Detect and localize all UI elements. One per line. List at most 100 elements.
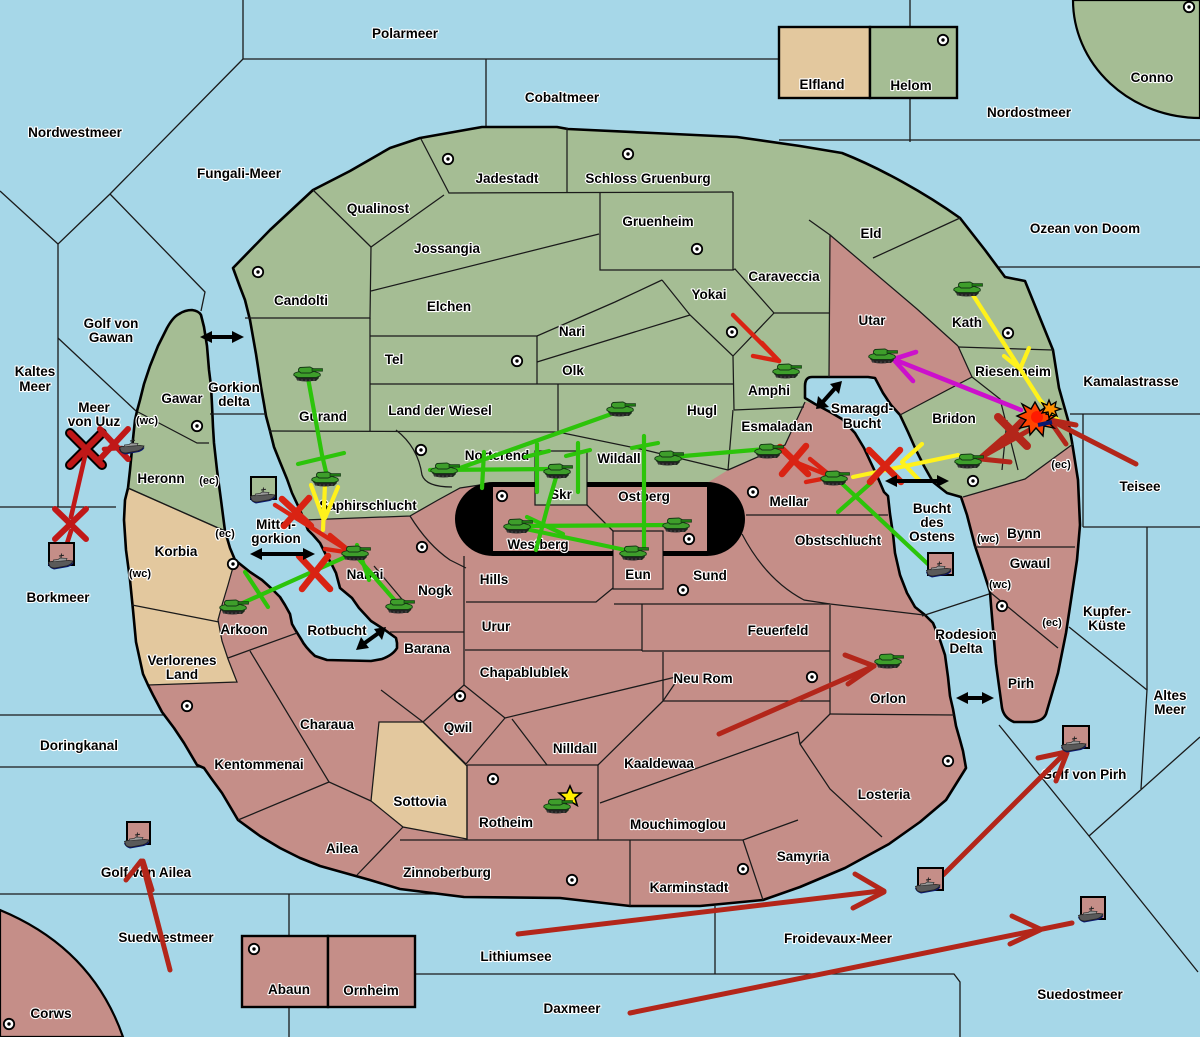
svg-text:Arkoon: Arkoon bbox=[220, 622, 267, 637]
svg-text:Kaltes: Kaltes bbox=[15, 364, 56, 379]
svg-text:Golf von: Golf von bbox=[84, 316, 139, 331]
svg-text:Fungali-Meer: Fungali-Meer bbox=[197, 166, 282, 181]
svg-text:Corws: Corws bbox=[30, 1006, 71, 1021]
svg-text:Charaua: Charaua bbox=[300, 717, 355, 732]
svg-text:Samyria: Samyria bbox=[777, 849, 830, 864]
svg-text:Kupfer-: Kupfer- bbox=[1083, 604, 1131, 619]
svg-text:Pirh: Pirh bbox=[1008, 676, 1034, 691]
svg-text:Meer: Meer bbox=[1154, 702, 1186, 717]
svg-text:Cobaltmeer: Cobaltmeer bbox=[525, 90, 600, 105]
svg-text:(ec): (ec) bbox=[199, 475, 219, 487]
svg-text:Schloss Gruenburg: Schloss Gruenburg bbox=[585, 171, 710, 186]
svg-text:Nordostmeer: Nordostmeer bbox=[987, 105, 1072, 120]
svg-text:Mellar: Mellar bbox=[769, 494, 809, 509]
svg-text:Kaaldewaa: Kaaldewaa bbox=[624, 756, 694, 771]
svg-text:(wc): (wc) bbox=[977, 533, 999, 545]
svg-text:Kentommenai: Kentommenai bbox=[214, 757, 303, 772]
svg-text:Urur: Urur bbox=[482, 619, 511, 634]
svg-text:Zinnoberburg: Zinnoberburg bbox=[403, 865, 491, 880]
svg-text:Abaun: Abaun bbox=[268, 982, 310, 997]
svg-text:Ostens: Ostens bbox=[909, 529, 955, 544]
svg-text:Utar: Utar bbox=[858, 313, 886, 328]
svg-text:Suedwestmeer: Suedwestmeer bbox=[118, 930, 214, 945]
svg-text:Riesenheim: Riesenheim bbox=[975, 364, 1051, 379]
svg-text:Bucht: Bucht bbox=[913, 501, 952, 516]
svg-text:Gwaul: Gwaul bbox=[1010, 556, 1051, 571]
svg-text:Sund: Sund bbox=[693, 568, 727, 583]
svg-text:Jossangia: Jossangia bbox=[414, 241, 481, 256]
svg-text:Elchen: Elchen bbox=[427, 299, 471, 314]
svg-text:(wc): (wc) bbox=[136, 415, 158, 427]
svg-text:Delta: Delta bbox=[949, 641, 983, 656]
svg-text:Jadestadt: Jadestadt bbox=[475, 171, 539, 186]
svg-text:Polarmeer: Polarmeer bbox=[372, 26, 439, 41]
svg-text:Neu Rom: Neu Rom bbox=[673, 671, 732, 686]
svg-text:Hugl: Hugl bbox=[687, 403, 717, 418]
svg-text:gorkion: gorkion bbox=[251, 531, 301, 546]
svg-text:Teisee: Teisee bbox=[1119, 479, 1161, 494]
svg-text:Tel: Tel bbox=[385, 352, 404, 367]
svg-text:Saphirschlucht: Saphirschlucht bbox=[319, 498, 417, 513]
svg-text:(wc): (wc) bbox=[989, 579, 1011, 591]
svg-text:von Uuz: von Uuz bbox=[68, 414, 121, 429]
svg-text:Skr: Skr bbox=[550, 487, 573, 502]
svg-text:Korbia: Korbia bbox=[155, 544, 198, 559]
svg-text:delta: delta bbox=[218, 394, 250, 409]
svg-text:Bridon: Bridon bbox=[932, 411, 976, 426]
svg-text:Esmaladan: Esmaladan bbox=[741, 419, 812, 434]
svg-text:Nari: Nari bbox=[559, 324, 585, 339]
svg-text:Elfland: Elfland bbox=[799, 77, 844, 92]
svg-text:Candolti: Candolti bbox=[274, 293, 328, 308]
svg-text:Daxmeer: Daxmeer bbox=[543, 1001, 601, 1016]
svg-text:Land der Wiesel: Land der Wiesel bbox=[388, 403, 491, 418]
svg-text:(ec): (ec) bbox=[1051, 459, 1071, 471]
svg-text:Doringkanal: Doringkanal bbox=[40, 738, 118, 753]
svg-text:Kamalastrasse: Kamalastrasse bbox=[1083, 374, 1179, 389]
svg-text:Olk: Olk bbox=[562, 363, 584, 378]
svg-text:Conno: Conno bbox=[1131, 70, 1174, 85]
svg-text:Heronn: Heronn bbox=[137, 471, 184, 486]
svg-text:(ec): (ec) bbox=[215, 528, 235, 540]
svg-text:Nogk: Nogk bbox=[418, 583, 452, 598]
svg-text:Gurand: Gurand bbox=[299, 409, 347, 424]
svg-text:Küste: Küste bbox=[1088, 618, 1126, 633]
svg-text:Gawan: Gawan bbox=[89, 330, 133, 345]
svg-text:Eld: Eld bbox=[860, 226, 881, 241]
svg-text:Nilldall: Nilldall bbox=[553, 741, 597, 756]
svg-text:Hills: Hills bbox=[480, 572, 509, 587]
svg-text:Rotheim: Rotheim bbox=[479, 815, 533, 830]
svg-text:Feuerfeld: Feuerfeld bbox=[748, 623, 809, 638]
svg-text:Verlorenes: Verlorenes bbox=[147, 653, 216, 668]
svg-text:Gawar: Gawar bbox=[161, 391, 203, 406]
svg-text:Karminstadt: Karminstadt bbox=[650, 880, 729, 895]
svg-text:Ailea: Ailea bbox=[326, 841, 359, 856]
svg-text:Eun: Eun bbox=[625, 567, 651, 582]
svg-text:Chapablublek: Chapablublek bbox=[480, 665, 569, 680]
svg-text:Froidevaux-Meer: Froidevaux-Meer bbox=[784, 931, 893, 946]
svg-text:Mouchimoglou: Mouchimoglou bbox=[630, 817, 726, 832]
svg-text:Obstschlucht: Obstschlucht bbox=[795, 533, 882, 548]
svg-text:Yokai: Yokai bbox=[691, 287, 726, 302]
svg-text:Wildall: Wildall bbox=[597, 451, 640, 466]
svg-text:Ornheim: Ornheim bbox=[343, 983, 399, 998]
svg-text:des: des bbox=[920, 515, 943, 530]
svg-text:(wc): (wc) bbox=[129, 568, 151, 580]
svg-text:Rodesion: Rodesion bbox=[935, 627, 997, 642]
svg-text:Barana: Barana bbox=[404, 641, 450, 656]
svg-text:Gorkion: Gorkion bbox=[208, 380, 260, 395]
svg-text:Borkmeer: Borkmeer bbox=[26, 590, 90, 605]
svg-text:Qwil: Qwil bbox=[444, 720, 473, 735]
svg-text:Nordwestmeer: Nordwestmeer bbox=[28, 125, 123, 140]
svg-text:Caraveccia: Caraveccia bbox=[748, 269, 820, 284]
svg-text:Amphi: Amphi bbox=[748, 383, 790, 398]
svg-text:Bynn: Bynn bbox=[1007, 526, 1041, 541]
svg-text:Bucht: Bucht bbox=[843, 416, 882, 431]
svg-text:Suedostmeer: Suedostmeer bbox=[1037, 987, 1123, 1002]
svg-text:Meer: Meer bbox=[19, 379, 51, 394]
svg-text:Qualinost: Qualinost bbox=[347, 201, 410, 216]
svg-text:Losteria: Losteria bbox=[858, 787, 911, 802]
svg-text:Ozean von Doom: Ozean von Doom bbox=[1030, 221, 1140, 236]
svg-text:Helom: Helom bbox=[890, 78, 931, 93]
svg-text:Land: Land bbox=[166, 667, 198, 682]
svg-text:Altes: Altes bbox=[1153, 688, 1186, 703]
